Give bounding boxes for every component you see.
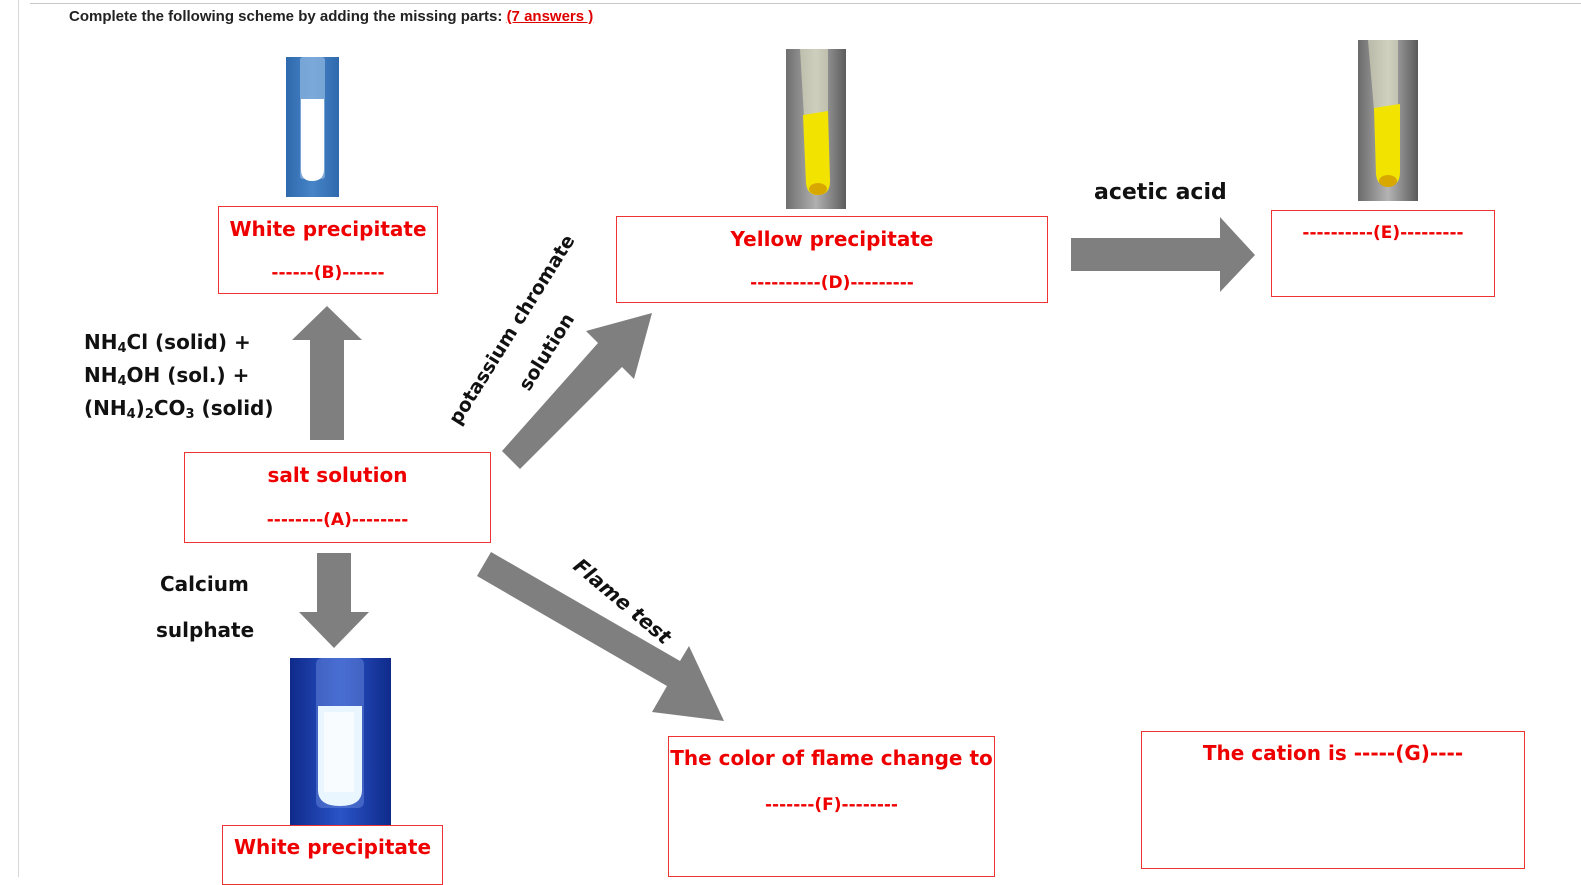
arrow-up bbox=[292, 306, 362, 440]
reagent-up-line3: (NH4)2CO3 (solid) bbox=[84, 396, 274, 422]
reagent-up-line2: NH4OH (sol.) + bbox=[84, 363, 250, 389]
blank-e: ----------(E)--------- bbox=[1302, 223, 1464, 243]
blank-a: --------(A)-------- bbox=[266, 510, 409, 530]
arrow-down bbox=[299, 553, 369, 648]
blank-f: -------(F)-------- bbox=[765, 795, 898, 815]
box-bottom-white-precipitate: White precipitate bbox=[222, 825, 443, 885]
test-tube-white-blue-bg-icon bbox=[290, 658, 391, 825]
box-d: Yellow precipitate ----------(D)--------… bbox=[616, 216, 1048, 303]
blank-g: The cation is -----(G)---- bbox=[1202, 741, 1464, 765]
arrow-diag-up bbox=[502, 313, 652, 469]
test-tube-yellow-icon bbox=[786, 49, 846, 209]
page-frame-top bbox=[30, 3, 1581, 4]
blank-b: ------(B)------ bbox=[271, 263, 385, 283]
box-d-title: Yellow precipitate bbox=[730, 227, 934, 251]
reagent-down-line1: Calcium bbox=[160, 572, 249, 596]
box-g: The cation is -----(G)---- bbox=[1141, 731, 1525, 869]
blank-d: ----------(D)--------- bbox=[750, 273, 914, 293]
reagent-up-line1: NH4Cl (solid) + bbox=[84, 330, 251, 356]
box-a-title: salt solution bbox=[267, 463, 408, 487]
instruction: Complete the following scheme by adding … bbox=[69, 8, 593, 25]
box-b: White precipitate ------(B)------ bbox=[218, 206, 438, 294]
box-e: ----------(E)--------- bbox=[1271, 210, 1495, 297]
test-tube-yellow-icon bbox=[1358, 40, 1418, 201]
test-tube-white-icon bbox=[286, 57, 339, 197]
page-frame-left bbox=[18, 0, 19, 877]
box-f: The color of flame change to -------(F)-… bbox=[668, 736, 995, 877]
box-salt-solution: salt solution --------(A)-------- bbox=[184, 452, 491, 543]
box-f-title: The color of flame change to bbox=[670, 746, 993, 770]
arrow-diag-down bbox=[477, 552, 724, 721]
reagent-right-label: acetic acid bbox=[1094, 180, 1227, 205]
arrow-right bbox=[1071, 217, 1255, 292]
box-bottom-title: White precipitate bbox=[233, 835, 432, 859]
instruction-text: Complete the following scheme by adding … bbox=[69, 8, 503, 25]
reagent-up-label: NH4Cl (solid) + NH4OH (sol.) + (NH4)2CO3… bbox=[84, 326, 274, 425]
box-b-title: White precipitate bbox=[229, 217, 427, 241]
reagent-down-line2: sulphate bbox=[156, 618, 255, 642]
answers-link[interactable]: (7 answers ) bbox=[506, 8, 594, 25]
